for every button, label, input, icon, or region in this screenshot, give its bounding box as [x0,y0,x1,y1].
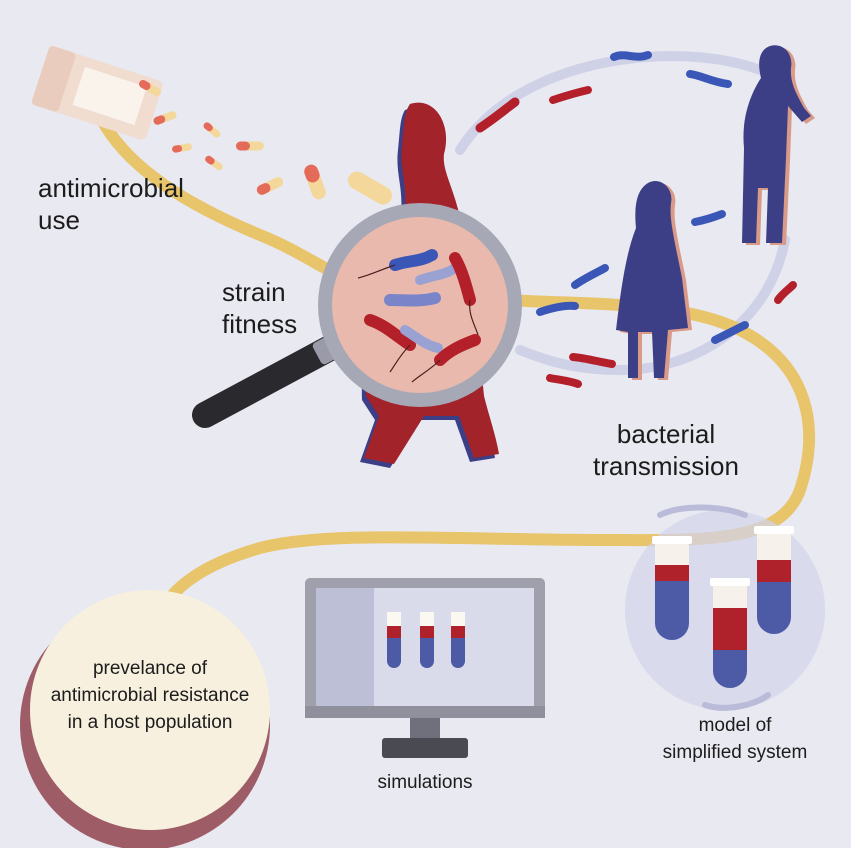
antimicrobial-use-label: antimicrobial use [38,172,184,236]
strain-fitness-line-2: fitness [222,309,298,339]
prevalence-circle [20,590,270,848]
computer-monitor-icon [305,578,545,758]
simulations-label: simulations [377,772,473,793]
test-tube-icon [652,536,692,640]
prevalence-line-2: antimicrobial resistance [50,685,250,706]
prevalence-line-1: prevelance of [92,658,208,679]
model-line-1: model of [698,715,772,736]
bacterial-transmission-line-1: bacterial [616,419,716,449]
magnifier-icon [192,203,522,428]
test-tube-icon [710,578,750,688]
model-label: model of simplified system [640,712,830,766]
capsule-icon [139,80,392,205]
test-tube-icon [754,526,794,634]
strain-fitness-label: strain fitness [222,276,297,340]
model-line-2: simplified system [662,742,808,763]
person-icon [742,45,815,246]
bacterial-transmission-line-2: transmission [593,451,739,481]
bacterial-transmission-label: bacterial transmission [586,418,746,482]
pill-bottle-icon [31,46,163,140]
antimicrobial-use-line-2: use [38,205,80,235]
person-icon [616,180,692,380]
prevalence-line-3: in a host population [67,712,233,733]
strain-fitness-line-1: strain [222,277,286,307]
flow-path [89,99,816,621]
prevalence-label: prevelance of antimicrobial resistance i… [35,655,265,736]
antimicrobial-use-line-1: antimicrobial [38,173,184,203]
